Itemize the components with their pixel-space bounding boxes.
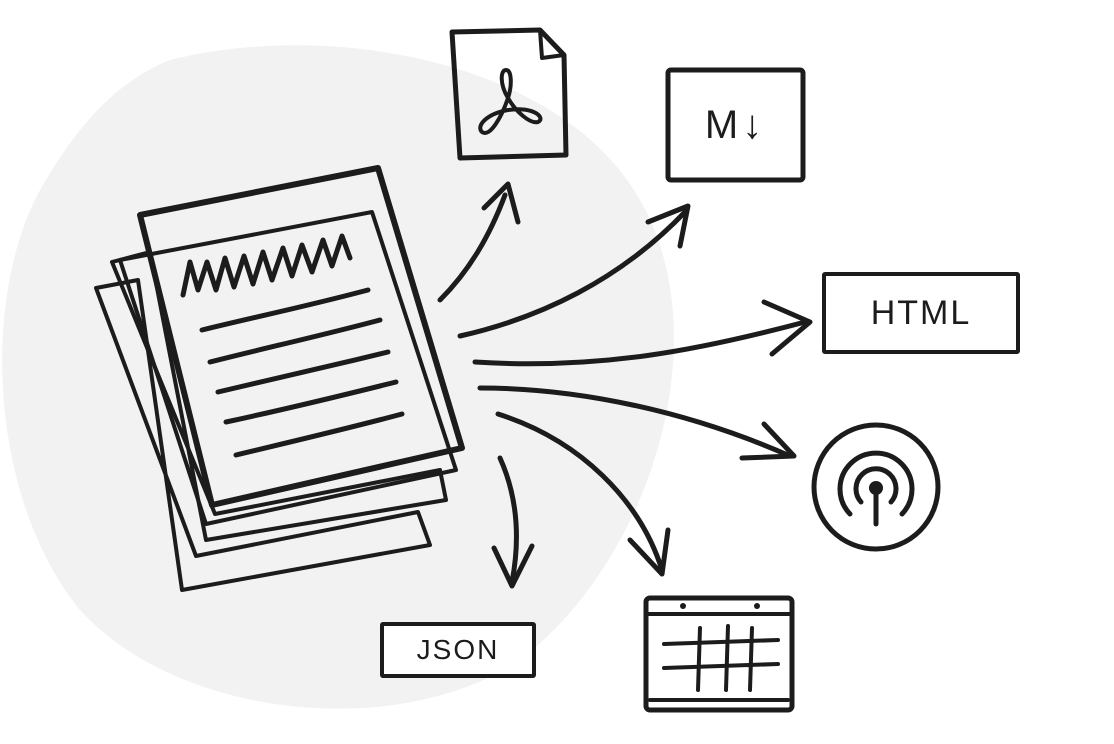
arrow-to-pdf <box>437 181 521 303</box>
arrow-to-calendar <box>495 411 671 577</box>
markdown-icon <box>665 67 806 183</box>
json-label: JSON <box>416 634 500 665</box>
pdf-icon <box>449 27 569 161</box>
background-blob <box>2 45 674 709</box>
json-label-box: JSON <box>380 622 536 678</box>
html-label: HTML <box>870 293 972 332</box>
podcast-icon <box>811 422 941 552</box>
arrow-to-json <box>491 455 535 589</box>
arrow-to-html <box>472 299 813 367</box>
arrow-to-markdown <box>457 203 691 339</box>
arrow-to-podcast <box>477 385 797 461</box>
markdown-label: M↓ <box>704 102 767 147</box>
html-label-box: HTML <box>822 272 1020 354</box>
calendar-icon <box>643 595 795 713</box>
document-stack-icon <box>94 165 465 592</box>
